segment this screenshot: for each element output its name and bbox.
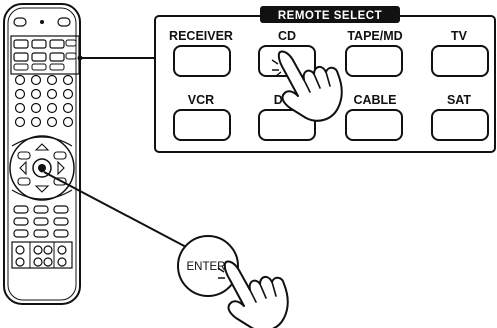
- enter-callout: ENTER: [177, 235, 289, 328]
- cd-label: CD: [278, 29, 296, 43]
- sat-label: SAT: [447, 93, 471, 107]
- remote-select-panel: REMOTE SELECT RECEIVER CD TAPE/MD TV VCR…: [154, 6, 496, 153]
- dvd-button[interactable]: [258, 109, 316, 141]
- remote-top-right-button: [57, 17, 71, 27]
- remote-lower-buttons: [13, 205, 69, 238]
- press-marks-enter: [217, 267, 225, 279]
- vcr-label: VCR: [188, 93, 214, 107]
- remote-control-icon: [3, 3, 81, 305]
- connector-line-enter: [43, 171, 189, 249]
- remote-round-buttons: [14, 74, 74, 128]
- tv-label: TV: [451, 29, 468, 43]
- tv-button[interactable]: [431, 45, 489, 77]
- press-marks: [271, 59, 282, 77]
- enter-button[interactable]: [177, 235, 239, 297]
- remote-source-highlight: [10, 35, 80, 75]
- remote-source-buttons: [13, 39, 77, 71]
- tape-md-button[interactable]: [345, 45, 403, 77]
- cable-button[interactable]: [345, 109, 403, 141]
- panel-title-badge: [260, 6, 400, 23]
- vcr-button[interactable]: [173, 109, 231, 141]
- tape-md-label: TAPE/MD: [347, 29, 402, 43]
- remote-indicator-dot: [40, 20, 44, 24]
- remote-bottom-round-buttons: [15, 245, 67, 267]
- sat-button[interactable]: [431, 109, 489, 141]
- pointing-hand-icon: [223, 260, 289, 328]
- remote-top-left-button: [13, 17, 27, 27]
- receiver-button[interactable]: [173, 45, 231, 77]
- cable-label: CABLE: [353, 93, 396, 107]
- connector-dot-enter: [39, 167, 45, 173]
- receiver-label: RECEIVER: [169, 29, 233, 43]
- enter-label: ENTER: [187, 261, 226, 273]
- panel-title: REMOTE SELECT: [278, 10, 382, 22]
